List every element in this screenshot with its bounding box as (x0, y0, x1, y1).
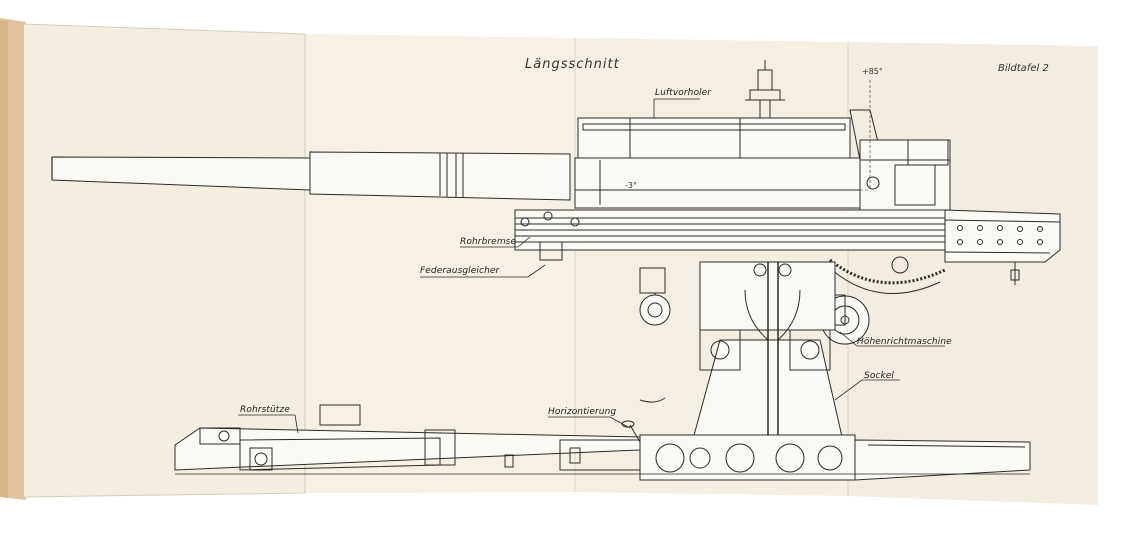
diagram-title: Längsschnitt (525, 57, 620, 72)
label-sockel: Sockel (864, 371, 895, 381)
label-rohrstuetze: Rohrstütze (240, 405, 290, 415)
label-hoehenrichtmaschine: Höhenrichtmaschine (857, 337, 952, 347)
page-far-right (848, 42, 1098, 505)
page-left (24, 24, 305, 497)
cradle (574, 109, 881, 209)
label-rohrbremse: Rohrbremse (460, 237, 517, 247)
angle-max-label: +85° (862, 67, 883, 76)
side-girder (944, 209, 1061, 285)
traverse-handwheel (639, 267, 671, 326)
page-middle (305, 34, 575, 493)
breech-block (859, 139, 951, 211)
label-federausgleicher: Federausgleicher (420, 266, 500, 276)
angle-min-label: -3° (625, 181, 637, 190)
gun-barrel (51, 151, 571, 201)
plate-number: Bildtafel 2 (998, 63, 1049, 74)
pedestal (689, 261, 846, 460)
elevation-gear-arc (829, 256, 946, 295)
angle-indicators (620, 80, 871, 191)
recoil-rails (514, 209, 946, 261)
leader-lines (238, 98, 945, 434)
label-luftvorholer: Luftvorholer (655, 88, 712, 98)
sight-mount (745, 60, 785, 119)
base-platform (174, 404, 1031, 481)
label-horizontierung: Horizontierung (548, 407, 617, 417)
